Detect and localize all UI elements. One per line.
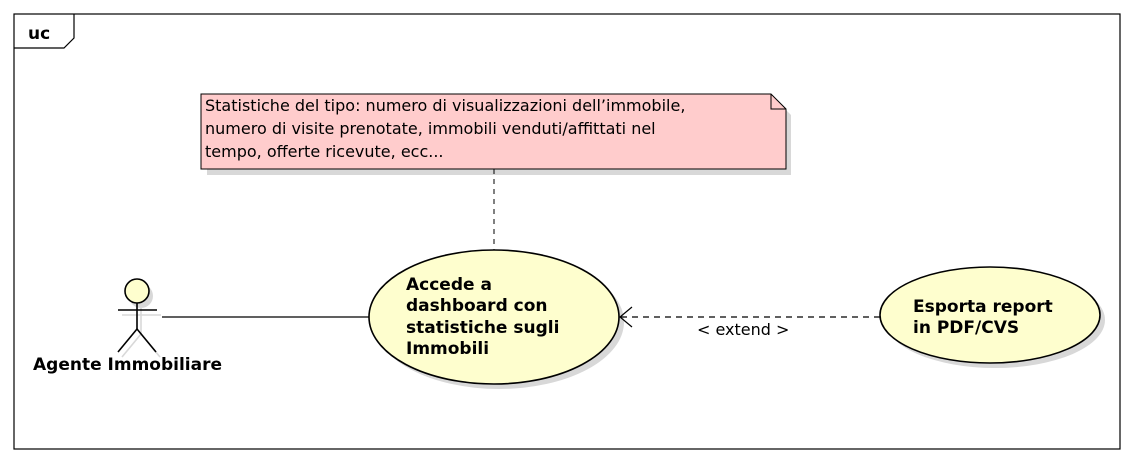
note-line-3: tempo, offerte ricevute, ecc... [205, 142, 444, 161]
actor-name: Agente Immobiliare [33, 355, 222, 375]
actor-head [124, 278, 150, 304]
usecase-dashboard-line-3: statistiche sugli [406, 318, 559, 338]
diagram-frame [13, 13, 1121, 450]
note-box [200, 93, 787, 170]
usecase-dashboard-line-4: Immobili [406, 339, 489, 359]
extend-label: < extend > [697, 320, 789, 339]
usecase-dashboard-line-1: Accede a [406, 275, 492, 295]
note-fold [770, 94, 786, 110]
note-line-1: Statistiche del tipo: numero di visualiz… [205, 96, 685, 115]
usecase-report-line-2: in PDF/CVS [913, 318, 1019, 338]
usecase-report [879, 266, 1101, 364]
usecase-dashboard-line-2: dashboard con [406, 296, 548, 316]
note-line-2: numero di visite prenotate, immobili ven… [205, 119, 656, 138]
usecase-dashboard [368, 249, 620, 385]
actor-body [117, 303, 157, 353]
usecase-report-line-1: Esporta report [913, 297, 1053, 317]
frame-tab [14, 14, 75, 49]
frame-label: uc [28, 24, 50, 44]
extend-arrowhead [619, 306, 633, 328]
